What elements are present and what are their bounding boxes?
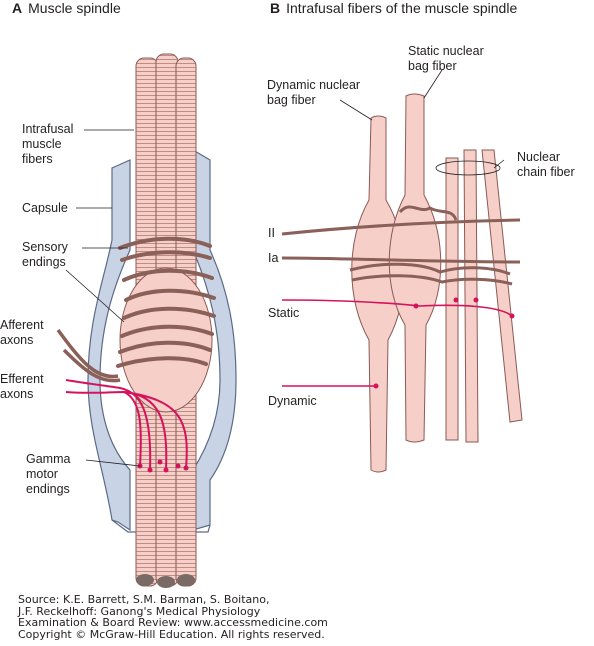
label-dynamic: Dynamic <box>268 394 317 408</box>
static-bag-fiber <box>388 93 442 443</box>
panel-a-letter: A <box>12 0 23 16</box>
panel-a-leaders <box>65 129 141 467</box>
dynamic-gamma-ending <box>373 383 379 389</box>
label-nuclear-chain-fiber: Nuclear chain fiber <box>517 150 575 179</box>
panel-b-leaders <box>339 69 505 169</box>
label-ii: II <box>268 226 275 240</box>
gamma-motor-endings <box>137 459 189 473</box>
label-static: Static <box>268 306 300 320</box>
group-ia-afferent <box>281 256 521 286</box>
static-gamma-endings <box>413 297 515 319</box>
static-gamma-axon <box>281 299 513 317</box>
panel-a-title: A Muscle spindle <box>12 0 121 16</box>
label-gamma-motor-endings: Gamma motor endings <box>26 452 71 496</box>
label-efferent-axons: Efferent axons <box>0 372 44 401</box>
label-sensory-endings: Sensory endings <box>22 240 68 269</box>
intrafusal-fibers <box>119 53 213 588</box>
label-afferent-axons: Afferent axons <box>0 318 44 347</box>
group-ii-afferent <box>281 205 521 236</box>
label-capsule: Capsule <box>22 201 68 215</box>
label-intrafusal-fibers: Intrafusal muscle fibers <box>22 122 74 166</box>
dynamic-bag-fiber <box>351 115 405 473</box>
nuclear-chain-fibers <box>445 149 523 443</box>
label-dynamic-bag-fiber: Dynamic nuclear bag fiber <box>267 78 361 107</box>
panel-b-letter: B <box>270 0 281 16</box>
source-citation: Source: K.E. Barrett, S.M. Barman, S. Bo… <box>18 593 328 641</box>
label-static-bag-fiber: Static nuclear bag fiber <box>408 44 484 73</box>
panel-b-title-text: Intrafusal fibers of the muscle spindle <box>286 0 518 16</box>
panel-b-title: B Intrafusal fibers of the muscle spindle <box>270 0 517 16</box>
panel-a-title-text: Muscle spindle <box>28 0 121 16</box>
efferent-axons <box>65 379 188 471</box>
label-ia: Ia <box>268 251 279 265</box>
chain-marker <box>435 160 501 176</box>
afferent-axons <box>56 328 121 383</box>
sensory-endings <box>116 236 216 368</box>
